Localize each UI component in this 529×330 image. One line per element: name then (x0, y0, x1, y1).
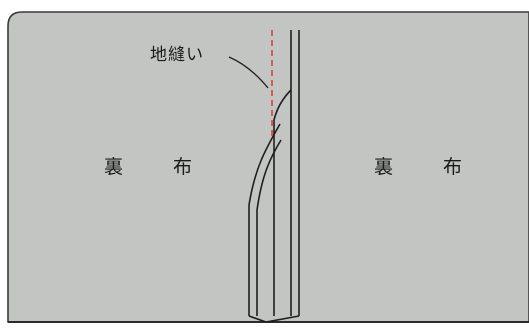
fold-outline-left-inner (256, 139, 282, 316)
fold-outline-left (248, 123, 281, 316)
fabric-label-right: 裏 布 (374, 156, 485, 178)
fold-inner-line (273, 89, 292, 316)
seam-label: 地縫い (150, 45, 204, 65)
fabric-label-left: 裏 布 (104, 156, 215, 178)
seam-leader-line (228, 56, 269, 89)
